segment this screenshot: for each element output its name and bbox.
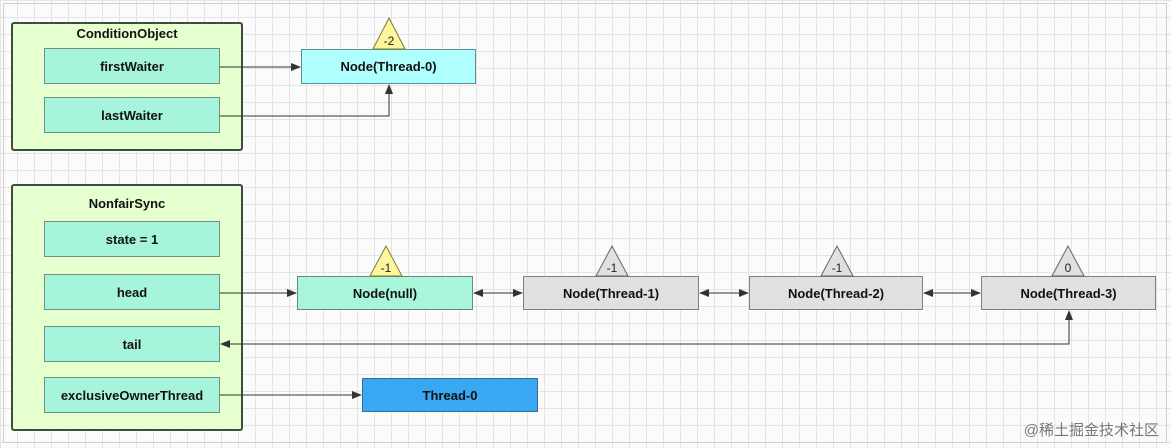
owner-thread-box: Thread-0 [362, 378, 538, 412]
queue-node-thread-2-status-triangle: -1 [820, 244, 854, 277]
tail-field: tail [44, 326, 220, 362]
queue-node-thread-3-status-label: 0 [1065, 261, 1072, 275]
last-waiter-field: lastWaiter [44, 97, 220, 133]
nonfair-sync-title: NonfairSync [88, 196, 166, 211]
queue-node-thread-3: Node(Thread-3) [981, 276, 1156, 310]
condition-object-title: ConditionObject [76, 26, 178, 41]
last-waiter-arrow [220, 84, 393, 117]
queue-node-null-status-triangle: -1 [369, 244, 403, 277]
exclusive-owner-thread-field: exclusiveOwnerThread [44, 377, 220, 413]
condition-node-status-label: -2 [384, 34, 395, 48]
state-field: state = 1 [44, 221, 220, 257]
queue-node-thread-1-status-triangle: -1 [595, 244, 629, 277]
diagram-frame [3, 3, 1167, 443]
queue-node-thread-1: Node(Thread-1) [523, 276, 699, 310]
tail-link-arrow [220, 310, 1073, 348]
first-waiter-field: firstWaiter [44, 48, 220, 84]
queue-node-null: Node(null) [297, 276, 473, 310]
queue-node-null-status-label: -1 [381, 261, 392, 275]
queue-node-thread-3-status-triangle: 0 [1051, 244, 1085, 277]
queue-node-thread-2-status-label: -1 [832, 261, 843, 275]
condition-node-thread-0: Node(Thread-0) [301, 49, 476, 84]
head-field: head [44, 274, 220, 310]
queue-node-thread-1-status-label: -1 [607, 261, 618, 275]
condition-node-status-triangle: -2 [372, 16, 406, 50]
queue-node-thread-2: Node(Thread-2) [749, 276, 923, 310]
watermark-text: @稀土掘金技术社区 [1023, 422, 1159, 439]
